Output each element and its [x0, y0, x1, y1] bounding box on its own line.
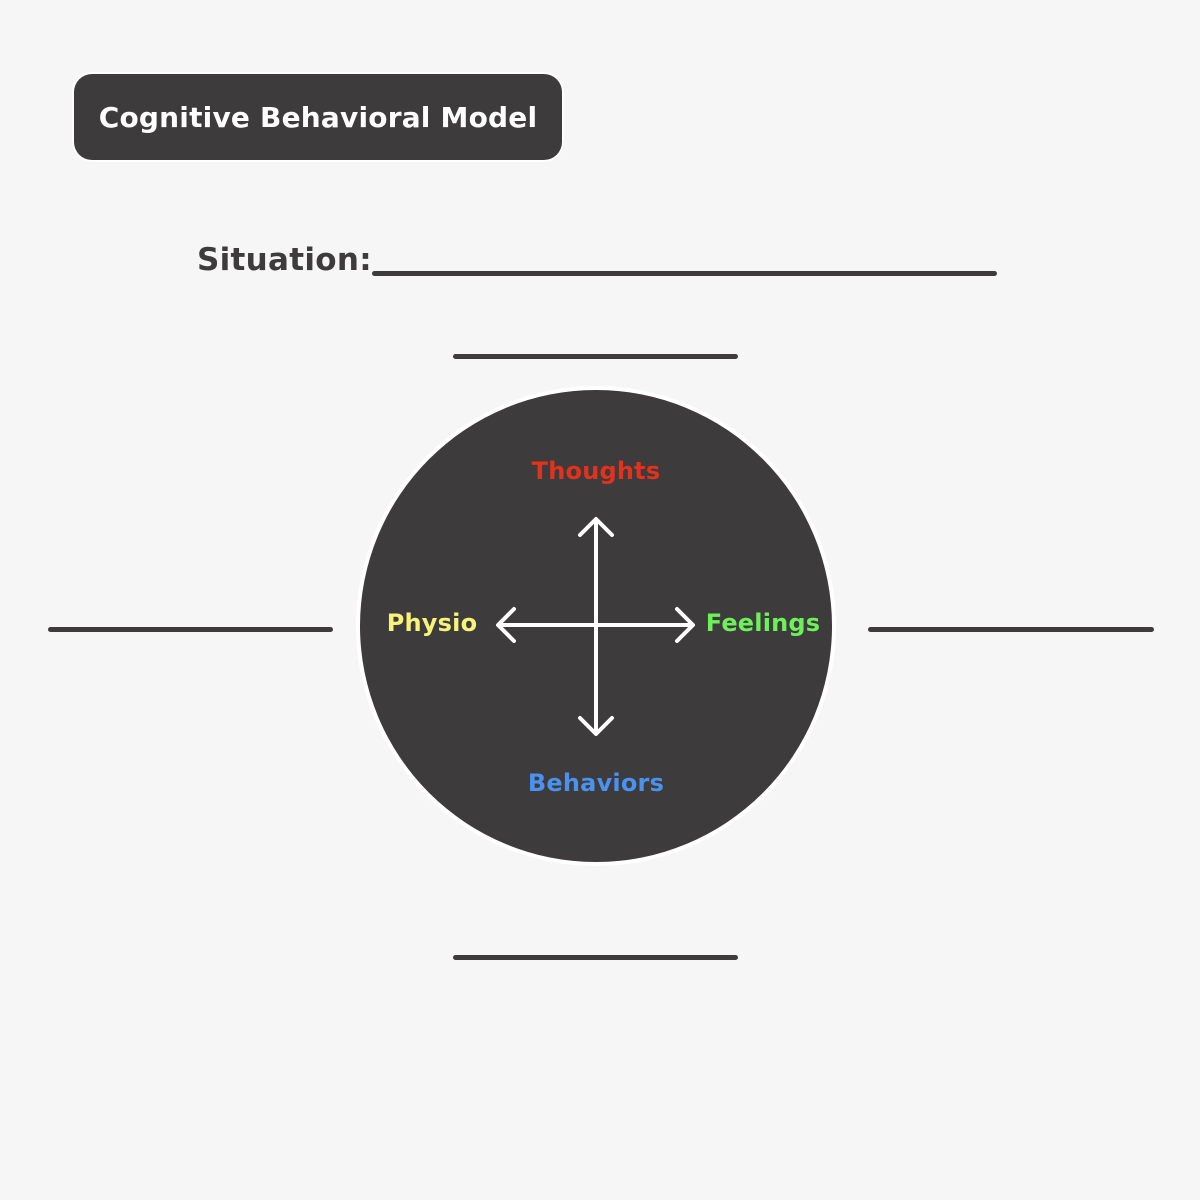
- thoughts-blank-line: [453, 354, 738, 359]
- node-behaviors: Behaviors: [527, 769, 665, 797]
- node-thoughts: Thoughts: [531, 457, 661, 485]
- node-feelings: Feelings: [705, 609, 821, 637]
- feelings-blank-line: [868, 627, 1154, 632]
- title-box: Cognitive Behavioral Model: [74, 74, 562, 160]
- node-physio: Physio: [386, 609, 478, 637]
- physio-blank-line: [48, 627, 333, 632]
- diagram-title: Cognitive Behavioral Model: [98, 100, 538, 134]
- behaviors-blank-line: [453, 955, 738, 960]
- situation-blank-line: [372, 271, 997, 276]
- situation-label: Situation:: [197, 242, 372, 278]
